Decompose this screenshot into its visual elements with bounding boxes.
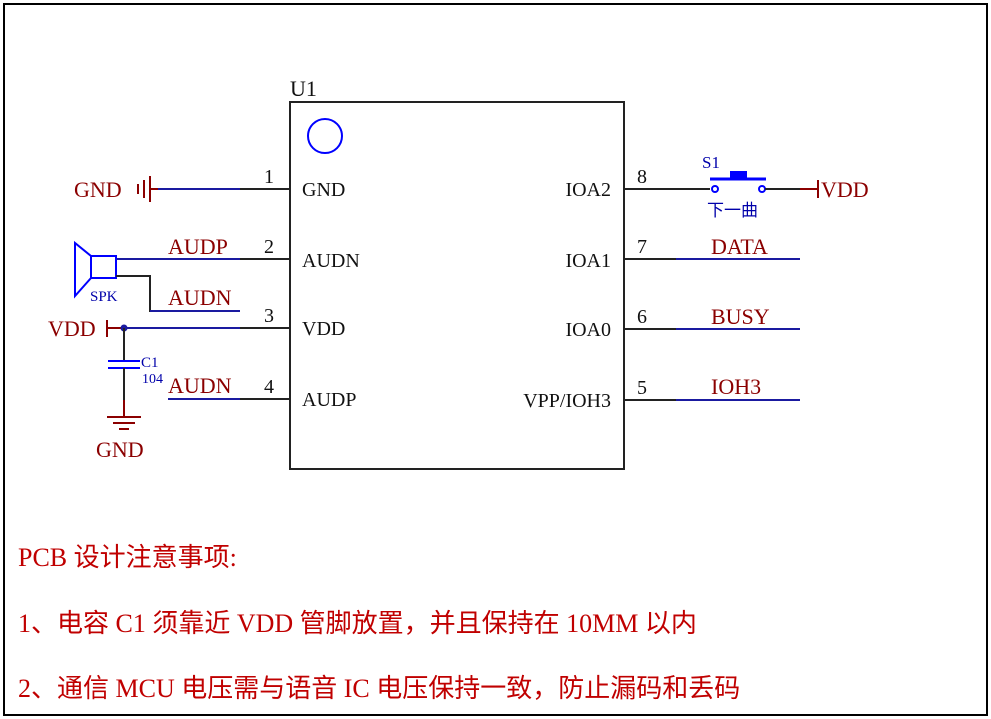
pin-name: GND	[302, 179, 345, 201]
pin-name: AUDP	[302, 389, 356, 411]
gnd-symbol-left	[137, 176, 158, 202]
pin-number: 4	[264, 376, 274, 398]
ic-body	[289, 101, 625, 470]
net-label-busy: BUSY	[711, 304, 770, 329]
net-label-ioh3: IOH3	[711, 374, 761, 399]
pin-number: 8	[637, 166, 647, 188]
pin-6: 6 IOA0 BUSY	[565, 304, 800, 341]
switch-label: 下一曲	[707, 201, 758, 220]
net-label-audn-pin4: AUDN	[168, 373, 232, 398]
net-label-vdd-left: VDD	[48, 316, 96, 341]
pin-number: 1	[264, 166, 274, 188]
pin1-marker	[307, 118, 343, 154]
pin-name: IOA2	[565, 179, 611, 201]
pin-2: 2 AUDN	[116, 236, 360, 272]
schematic-frame	[3, 3, 988, 716]
notes-title: PCB 设计注意事项:	[18, 543, 237, 572]
switch-ref: S1	[702, 153, 720, 172]
pin-number: 6	[637, 306, 647, 328]
pin-4: 4 AUDP	[168, 376, 356, 411]
net-label-data: DATA	[711, 234, 768, 259]
pin-7: 7 IOA1 DATA	[565, 234, 800, 272]
pin-name: VPP/IOH3	[523, 390, 611, 412]
capacitor-icon	[108, 360, 140, 369]
pin-name: IOA1	[565, 250, 611, 272]
note-item: 1、电容 C1 须靠近 VDD 管脚放置，并且保持在 10MM 以内	[18, 609, 697, 638]
pin-name: IOA0	[565, 319, 611, 341]
pin-1: 1 GND	[155, 166, 345, 201]
pin-8: 8 IOA2	[565, 166, 710, 201]
capacitor-ref: C1	[141, 355, 159, 371]
net-label-gnd: GND	[74, 177, 122, 202]
speaker-ref: SPK	[90, 289, 118, 305]
net-label-audp: AUDP	[168, 234, 228, 259]
net-label-audn-spk: AUDN	[168, 285, 232, 310]
switch-icon[interactable]	[710, 171, 766, 193]
capacitor-value: 104	[142, 372, 163, 387]
pin-number: 7	[637, 236, 647, 258]
ic-ref: U1	[290, 76, 317, 101]
pin-name: AUDN	[302, 250, 360, 272]
net-label-gnd-bottom: GND	[96, 437, 144, 462]
pin-3: 3 VDD	[123, 305, 345, 340]
pin-number: 3	[264, 305, 274, 327]
net-label-vdd-right: VDD	[821, 177, 869, 202]
pin-name: VDD	[302, 318, 345, 340]
pin-5: 5 VPP/IOH3 IOH3	[523, 374, 800, 412]
speaker-icon	[74, 240, 117, 299]
note-item: 2、通信 MCU 电压需与语音 IC 电压保持一致，防止漏码和丢码	[18, 674, 741, 703]
gnd-symbol-bottom	[107, 400, 141, 430]
pin-number: 5	[637, 377, 647, 399]
pin-number: 2	[264, 236, 274, 258]
